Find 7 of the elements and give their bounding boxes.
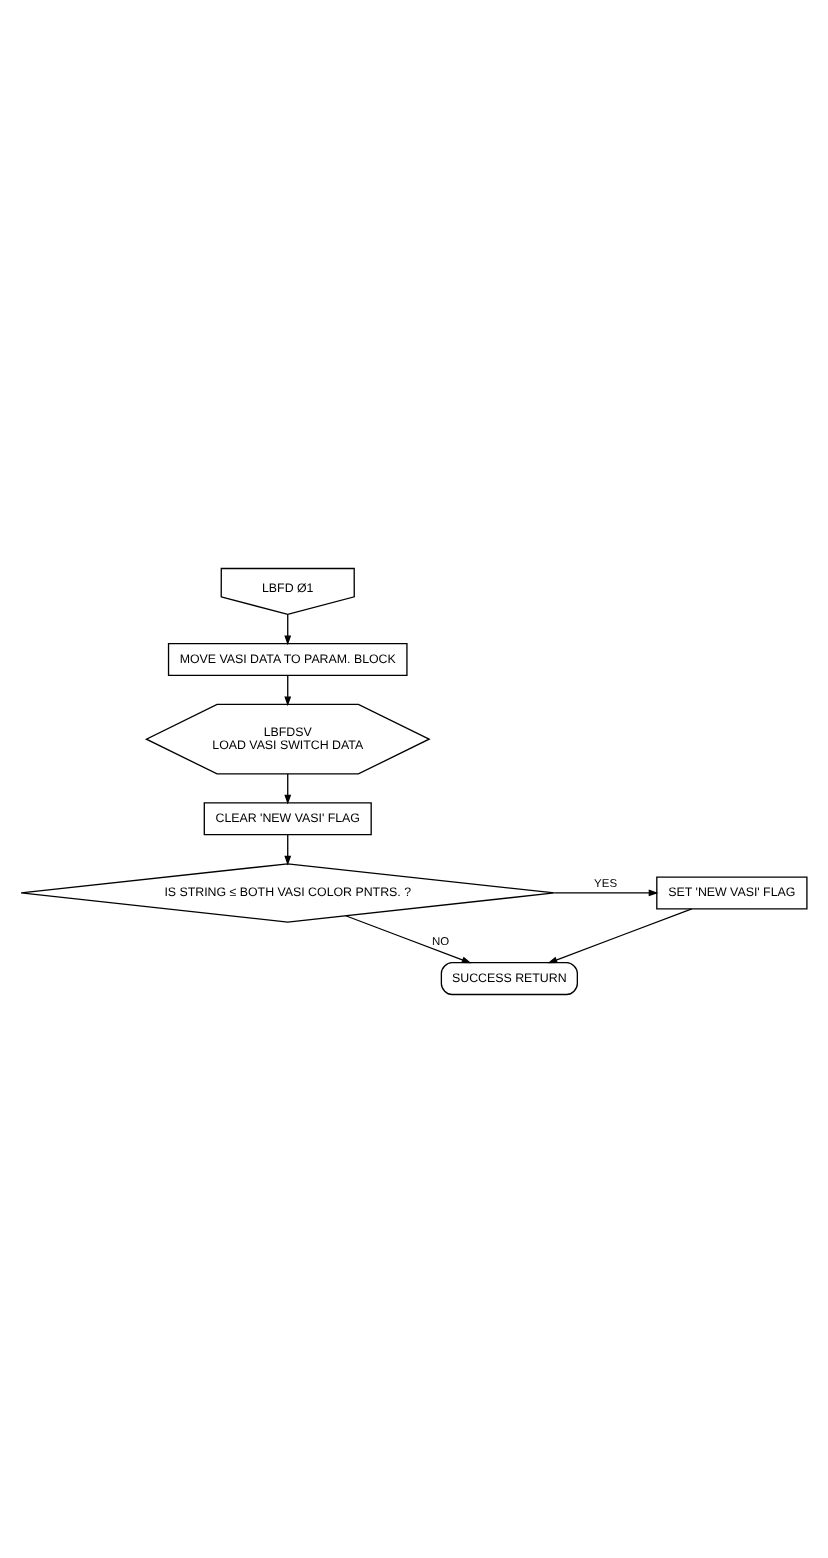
arrow (284, 834, 292, 866)
arrow (345, 915, 472, 964)
arrow (284, 773, 292, 805)
arrow (284, 674, 292, 707)
arrow (547, 908, 693, 964)
arrow (284, 614, 292, 646)
arrow (553, 889, 659, 897)
